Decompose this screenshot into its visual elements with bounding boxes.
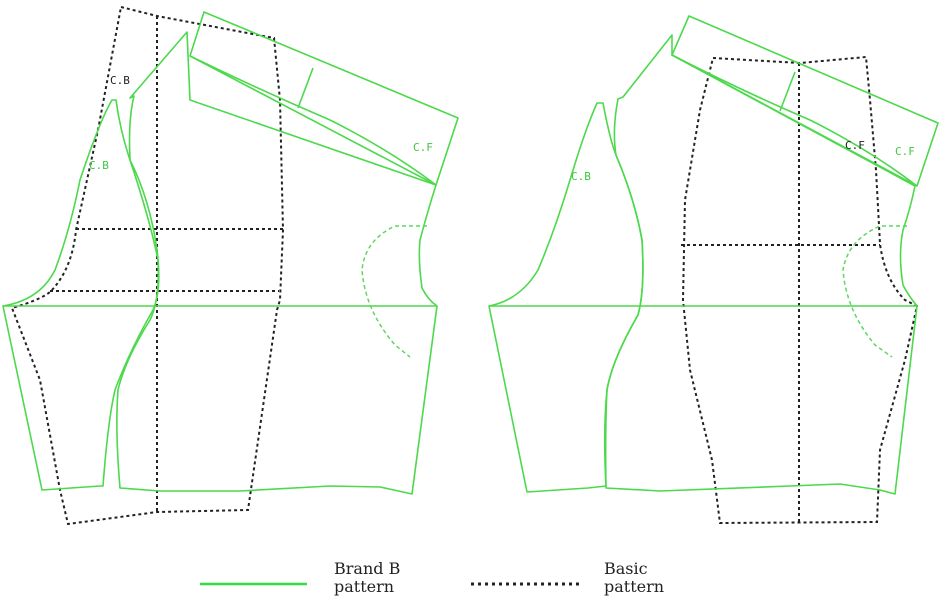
left-panel: C.B C.B C.F [2,5,459,526]
legend-basic-line2: pattern [604,577,665,596]
left-basic-pattern [10,5,285,526]
left-cb-green-label: C.B [89,159,109,172]
legend-basic-line1: Basic [604,559,648,578]
left-cf-green-label: C.F [413,141,433,154]
right-basic-pattern [681,55,919,525]
right-cb-green-label: C.B [571,170,591,183]
right-cf-black-label: C.F [845,139,865,152]
legend-brand-b-line2: pattern [334,577,395,596]
right-cf-green-label: C.F [895,145,915,158]
left-cb-black-label: C.B [110,74,130,87]
right-brand-b-pattern [488,15,939,495]
legend-basic: Basic pattern [604,560,664,596]
right-panel: C.B C.F C.F [488,15,939,525]
legend-brand-b-line1: Brand B [334,559,401,578]
legend-brand-b: Brand B pattern [334,560,400,596]
left-brand-b-pattern [2,11,459,495]
